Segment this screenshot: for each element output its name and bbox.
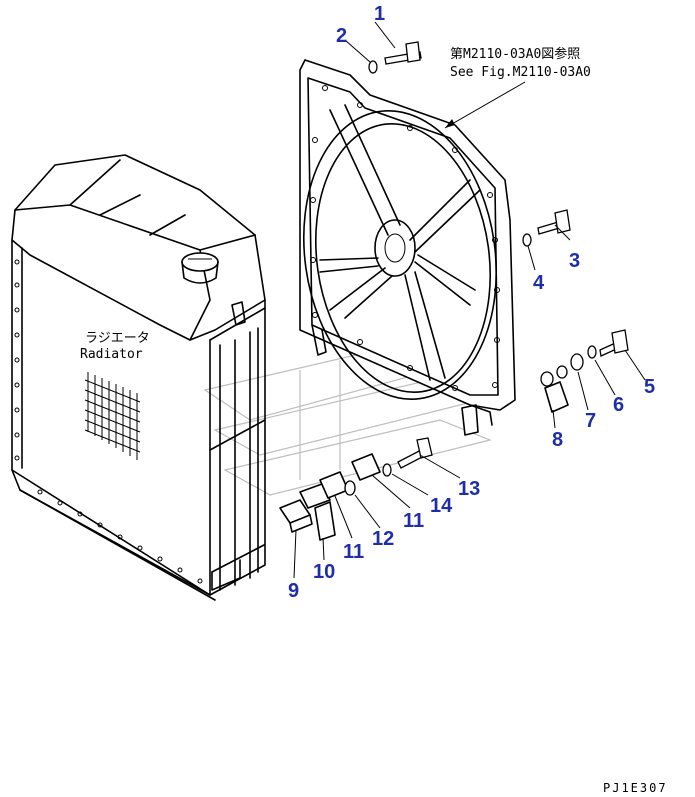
leader-6 — [594, 359, 616, 396]
part-7-spacer — [570, 353, 584, 371]
part-3-bolt — [537, 209, 571, 235]
fan-shroud — [299, 59, 516, 436]
callout-3: 3 — [569, 250, 580, 272]
radiator-label-jp: ラジエータ — [85, 331, 150, 346]
part-10-shim — [299, 483, 336, 541]
part-6-washer — [587, 345, 597, 359]
drawing-code: PJ1E307 — [603, 781, 668, 795]
callout-7: 7 — [585, 410, 596, 432]
leader-9 — [293, 529, 297, 579]
leader-1 — [374, 21, 396, 49]
radiator-label-en: Radiator — [80, 347, 143, 362]
part-1-bolt — [384, 41, 422, 65]
callout-4: 4 — [533, 272, 545, 294]
leader-2 — [344, 39, 371, 63]
part-9-bracket — [279, 499, 313, 533]
callout-1: 1 — [374, 3, 385, 25]
shroud-flange-holes — [310, 85, 500, 391]
callout-8: 8 — [552, 429, 563, 451]
part-2-washer — [368, 60, 378, 74]
leader-7 — [577, 371, 589, 411]
radiator — [11, 154, 266, 601]
leader-8 — [552, 409, 556, 429]
reference-note-jp: 第M2110-03A0図参照 — [450, 46, 580, 62]
part-4-washer — [522, 233, 532, 247]
callout-10: 10 — [313, 561, 335, 583]
callout-11a: 11 — [343, 541, 364, 563]
leader-10 — [322, 537, 325, 561]
part-12-collar — [344, 480, 356, 496]
reference-leader — [444, 81, 526, 129]
leader-12 — [354, 494, 381, 529]
leader-11a — [334, 495, 353, 539]
part-14-washer — [382, 463, 392, 477]
callout-2: 2 — [336, 25, 347, 47]
leader-13 — [419, 454, 461, 479]
part-8-shim — [540, 365, 569, 413]
core-mesh — [84, 372, 141, 460]
leader-5 — [624, 349, 646, 381]
callout-11b: 11 — [403, 510, 424, 532]
part-5-bolt — [599, 329, 629, 357]
callout-12: 12 — [372, 528, 394, 550]
callout-5: 5 — [644, 376, 655, 398]
leader-3 — [554, 224, 571, 241]
leader-11b — [371, 474, 411, 509]
callout-9: 9 — [288, 580, 299, 602]
callout-13: 13 — [458, 478, 480, 500]
callout-6: 6 — [613, 394, 624, 416]
part-13-bolt — [397, 437, 433, 469]
reference-arrowhead — [445, 119, 455, 128]
leader-14 — [391, 473, 429, 496]
reference-note-en: See Fig.M2110-03A0 — [450, 65, 591, 80]
leader-4 — [527, 245, 536, 271]
callout-14: 14 — [430, 495, 453, 517]
bottom-edge-rivets — [37, 489, 203, 584]
left-edge-rivets — [14, 259, 20, 461]
